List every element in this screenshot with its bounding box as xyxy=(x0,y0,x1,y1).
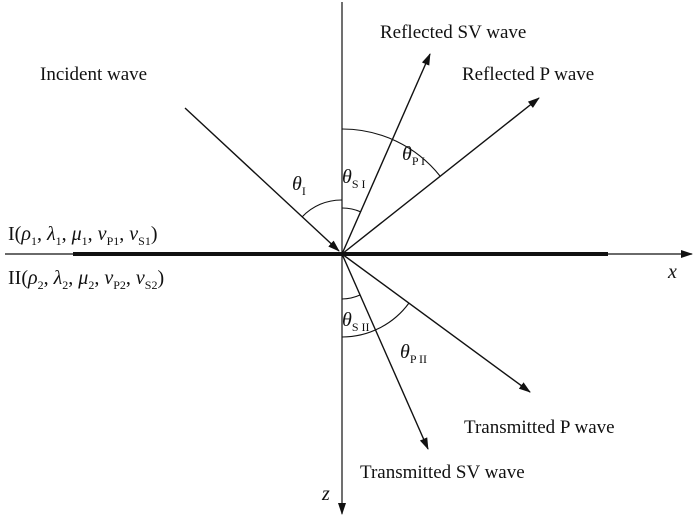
incident-wave-label: Incident wave xyxy=(40,64,147,85)
reflected-p-wave-label: Reflected P wave xyxy=(462,64,594,85)
x-axis-label: x xyxy=(667,261,677,283)
z-axis-label: z xyxy=(321,483,330,505)
reflected-sv-wave-label: Reflected SV wave xyxy=(380,22,526,43)
transmitted-p-ray xyxy=(341,253,531,393)
transmitted-s-angle-label: θS II xyxy=(342,309,370,334)
reflected-p-angle-arc xyxy=(341,128,441,177)
transmitted-p-angle-label: θP II xyxy=(400,341,427,366)
incident-angle-label: θI xyxy=(292,173,306,198)
incident-angle-arc xyxy=(301,199,343,218)
transmitted-sv-ray xyxy=(341,253,429,450)
transmitted-p-angle-arc xyxy=(341,302,410,338)
medium-1-parameters: I(ρ1, λ1, μ1, vP1, vS1) xyxy=(8,223,158,248)
incident-ray xyxy=(184,107,340,252)
reflected-p-ray xyxy=(341,97,540,255)
transmitted-sv-wave-label: Transmitted SV wave xyxy=(360,462,525,483)
transmitted-p-wave-label: Transmitted P wave xyxy=(464,417,615,438)
transmitted-s-angle-arc xyxy=(341,294,361,300)
reflected-sv-ray xyxy=(341,53,431,255)
medium-2-parameters: II(ρ2, λ2, μ2, vP2, vS2) xyxy=(8,267,164,292)
reflected-s-angle-arc xyxy=(341,207,362,213)
reflected-s-angle-label: θS I xyxy=(342,166,366,191)
reflected-p-angle-label: θP I xyxy=(402,143,425,168)
